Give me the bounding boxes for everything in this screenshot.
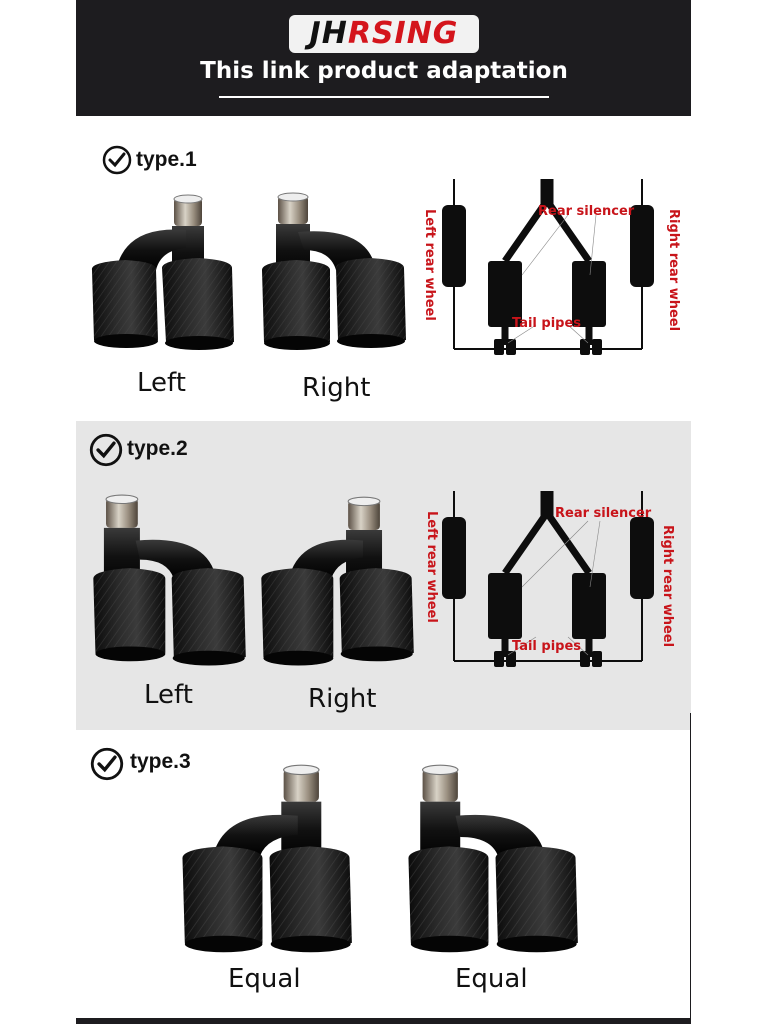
right-rear-wheel-label: Right rear wheel: [660, 525, 675, 647]
check-circle-icon: [90, 747, 124, 781]
left-rear-wheel-label: Left rear wheel: [424, 511, 439, 623]
subtitle-underline: [219, 96, 549, 98]
exhaust-tip-left-image: [91, 194, 234, 350]
left-rear-wheel-label: Left rear wheel: [422, 209, 437, 321]
tail-pipes-label: Tail pipes: [512, 316, 581, 331]
type-1-label: type.1: [136, 148, 197, 171]
exhaust-tip-right-image: [261, 496, 414, 666]
exhaust-tip-right-image: [262, 192, 406, 350]
brand-logo: JHRSING: [289, 15, 479, 53]
type-2-caption-left: Left: [144, 680, 193, 710]
type-3-caption-left: Equal: [228, 964, 301, 994]
rear-silencer-label: Rear silencer: [538, 204, 635, 219]
type-3-label: type.3: [130, 750, 191, 773]
section-border: [690, 713, 691, 1018]
footer-bar: [76, 1018, 691, 1024]
type-3-section: [76, 730, 691, 1020]
type-1-caption-left: Left: [137, 368, 186, 398]
tail-pipes-label: Tail pipes: [512, 639, 581, 654]
type-3-caption-right: Equal: [455, 964, 528, 994]
type-1-caption-right: Right: [302, 373, 371, 403]
exhaust-tip-left-image: [93, 494, 246, 666]
exhaust-layout-diagram: Rear silencer Tail pipes Left rear wheel…: [424, 491, 675, 667]
exhaust-layout-diagram: Rear silencer Tail pipes Left rear wheel…: [422, 179, 681, 355]
check-circle-icon: [102, 145, 132, 175]
page-subtitle: This link product adaptation: [200, 58, 568, 84]
brand-logo-part2: RSING: [347, 16, 459, 51]
exhaust-tip-equal-image: [182, 764, 352, 953]
brand-logo-part1: JH: [309, 16, 348, 51]
rear-silencer-label: Rear silencer: [555, 506, 652, 521]
check-circle-icon: [89, 433, 123, 467]
right-rear-wheel-label: Right rear wheel: [666, 209, 681, 331]
type-2-label: type.2: [127, 437, 188, 460]
type-2-caption-right: Right: [308, 684, 377, 714]
exhaust-tip-equal-image: [408, 764, 578, 953]
